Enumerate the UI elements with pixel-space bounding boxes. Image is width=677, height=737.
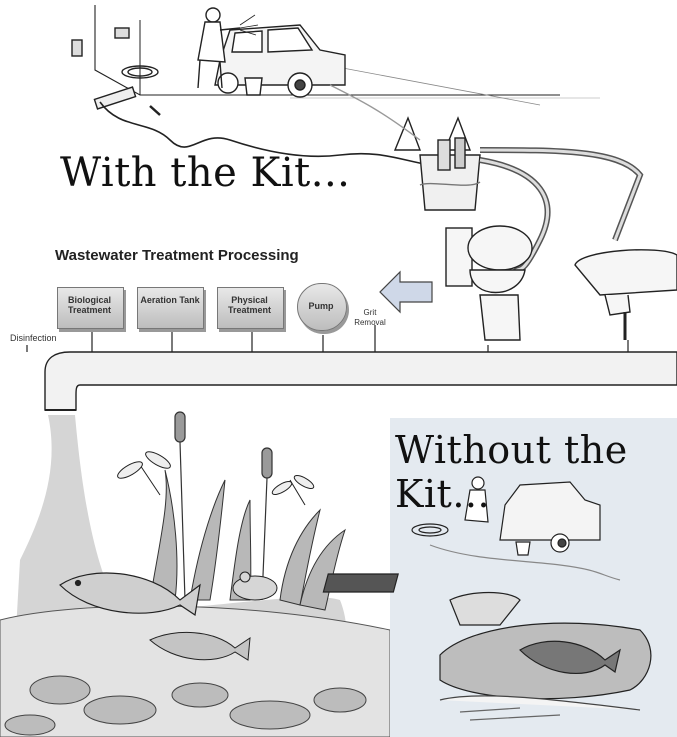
- dragonfly-icon: [270, 473, 315, 505]
- stage-label-biological: Biological Treatment: [57, 295, 122, 315]
- car-icon: [215, 25, 345, 97]
- stage-label-aeration: Aeration Tank: [140, 295, 200, 305]
- toilet-icon: [446, 226, 532, 340]
- stage-label-physical: Physical Treatment: [217, 295, 282, 315]
- grit-removal-label: Grit Removal: [350, 308, 390, 328]
- dragonfly-icon: [115, 449, 172, 495]
- sink-icon: [575, 250, 677, 340]
- with-kit-caption: With the Kit...: [60, 150, 350, 196]
- top-car-wash-scene: [72, 5, 640, 272]
- collection-pump-basin-icon: [420, 138, 480, 210]
- flow-arrow-icon: [380, 272, 432, 312]
- stage-box-aeration: [137, 287, 204, 329]
- frog-icon: [233, 572, 277, 600]
- disinfection-label: Disinfection: [10, 333, 57, 343]
- treatment-pipe: [27, 325, 677, 410]
- process-title: Wastewater Treatment Processing: [55, 247, 299, 264]
- without-kit-caption: Without the Kit...: [395, 428, 677, 516]
- stage-label-pump: Pump: [297, 301, 345, 311]
